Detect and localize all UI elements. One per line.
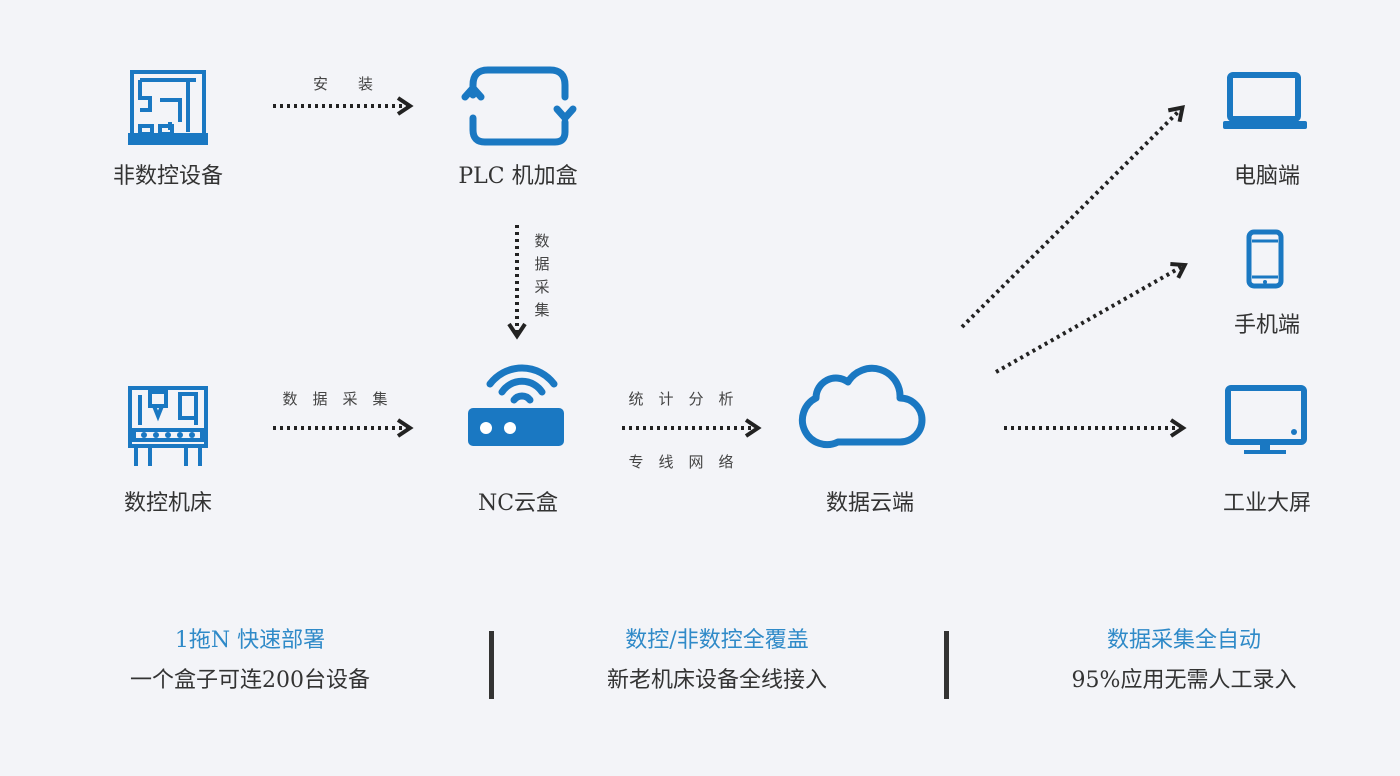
node-mobile-label: 手机端 bbox=[1234, 313, 1300, 338]
feature-automation: 数据采集全自动 95%应用无需人工录入 bbox=[974, 630, 1394, 692]
cnc-machine-icon bbox=[128, 386, 208, 466]
feature-title: 数据采集全自动 bbox=[1106, 628, 1261, 653]
edge-analysis-label: 统 计 分 析 bbox=[628, 390, 733, 408]
mobile-phone-icon bbox=[1246, 229, 1284, 289]
feature-divider bbox=[489, 631, 494, 699]
node-pc-label: 电脑端 bbox=[1234, 164, 1300, 189]
monitor-icon bbox=[1225, 385, 1307, 454]
edge-collect-vertical-char: 集 bbox=[534, 301, 549, 319]
edge-network-label: 专 线 网 络 bbox=[628, 453, 733, 471]
plc-box-icon bbox=[461, 66, 577, 146]
edge-collect-label: 数 据 采 集 bbox=[282, 390, 387, 408]
feature-coverage: 数控/非数控全覆盖 新老机床设备全线接入 bbox=[507, 630, 927, 692]
edge-install-label: 安 装 bbox=[313, 75, 373, 93]
edge-collect-vertical-char: 数 bbox=[534, 232, 549, 250]
feature-deployment: 1拖N 快速部署 一个盒子可连200台设备 bbox=[40, 630, 460, 692]
node-cloud-label: 数据云端 bbox=[826, 491, 914, 516]
laptop-icon bbox=[1223, 72, 1307, 129]
node-plc-label: PLC 机加盒 bbox=[458, 164, 577, 189]
cnc-machine-buttons bbox=[141, 432, 195, 438]
arrow-cloud-to-pc bbox=[960, 105, 1185, 329]
feature-divider bbox=[944, 631, 949, 699]
feature-desc: 95%应用无需人工录入 bbox=[1071, 668, 1297, 693]
node-non-cnc-label: 非数控设备 bbox=[113, 164, 223, 189]
node-cnc-label: 数控机床 bbox=[124, 491, 212, 516]
edge-collect-vertical-label: 数 据 采 集 bbox=[534, 232, 549, 319]
flow-diagram: 非数控设备 PLC 机加盒 数控机床 NC云盒 数据云端 电脑端 bbox=[113, 66, 1311, 516]
feature-desc: 一个盒子可连200台设备 bbox=[130, 668, 370, 693]
arrow-cloud-to-mobile bbox=[995, 261, 1188, 374]
node-nc-box-label: NC云盒 bbox=[478, 491, 558, 516]
edge-collect-vertical-char: 据 bbox=[534, 255, 549, 273]
router-icon bbox=[468, 364, 564, 446]
node-screen-label: 工业大屏 bbox=[1223, 491, 1311, 516]
non-cnc-machine-icon bbox=[128, 70, 208, 145]
feature-title: 数控/非数控全覆盖 bbox=[625, 628, 809, 653]
cloud-icon bbox=[798, 364, 926, 449]
feature-desc: 新老机床设备全线接入 bbox=[606, 668, 827, 693]
feature-title: 1拖N 快速部署 bbox=[174, 628, 326, 653]
edge-collect-vertical-char: 采 bbox=[534, 278, 549, 296]
